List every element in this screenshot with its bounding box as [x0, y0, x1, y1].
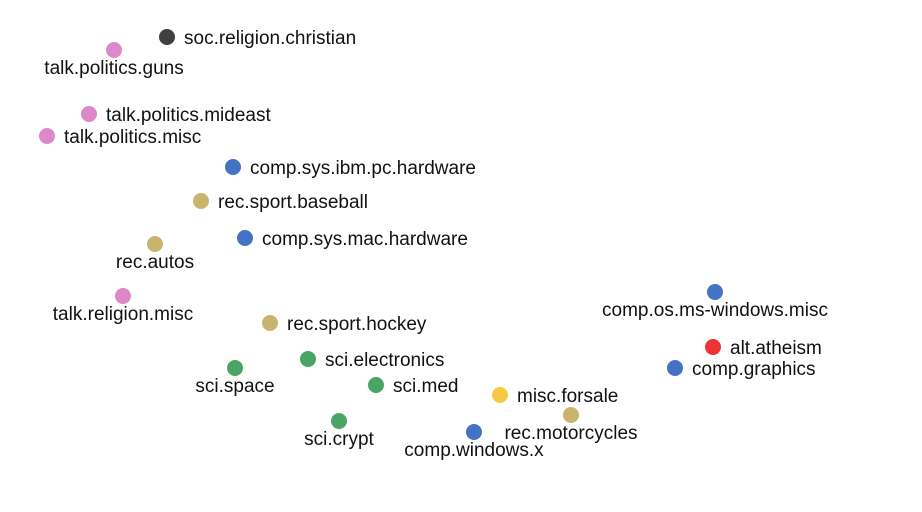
- point-sci-med: [368, 377, 384, 393]
- point-sci-electronics: [300, 351, 316, 367]
- label-soc-religion-christian: soc.religion.christian: [184, 28, 356, 49]
- label-sci-med: sci.med: [393, 376, 458, 397]
- label-comp-windows-x: comp.windows.x: [404, 440, 544, 461]
- point-talk-religion-misc: [115, 288, 131, 304]
- point-talk-politics-mideast: [81, 106, 97, 122]
- label-sci-crypt: sci.crypt: [304, 429, 374, 450]
- point-comp-graphics: [667, 360, 683, 376]
- label-talk-religion-misc: talk.religion.misc: [53, 304, 193, 325]
- label-rec-autos: rec.autos: [116, 252, 194, 273]
- point-rec-sport-baseball: [193, 193, 209, 209]
- points-layer: [39, 29, 723, 440]
- label-rec-sport-baseball: rec.sport.baseball: [218, 192, 368, 213]
- label-rec-motorcycles: rec.motorcycles: [504, 423, 637, 444]
- label-comp-sys-ibm-pc-hardware: comp.sys.ibm.pc.hardware: [250, 158, 476, 179]
- label-misc-forsale: misc.forsale: [517, 386, 618, 407]
- point-rec-motorcycles: [563, 407, 579, 423]
- point-alt-atheism: [705, 339, 721, 355]
- point-rec-sport-hockey: [262, 315, 278, 331]
- point-comp-sys-ibm-pc-hardware: [225, 159, 241, 175]
- point-sci-crypt: [331, 413, 347, 429]
- point-talk-politics-misc: [39, 128, 55, 144]
- point-misc-forsale: [492, 387, 508, 403]
- labels-layer: soc.religion.christiantalk.politics.guns…: [44, 28, 828, 461]
- point-soc-religion-christian: [159, 29, 175, 45]
- label-comp-sys-mac-hardware: comp.sys.mac.hardware: [262, 229, 468, 250]
- label-talk-politics-guns: talk.politics.guns: [44, 58, 183, 79]
- point-comp-windows-x: [466, 424, 482, 440]
- point-rec-autos: [147, 236, 163, 252]
- label-talk-politics-mideast: talk.politics.mideast: [106, 105, 271, 126]
- point-sci-space: [227, 360, 243, 376]
- label-alt-atheism: alt.atheism: [730, 338, 822, 359]
- label-talk-politics-misc: talk.politics.misc: [64, 127, 201, 148]
- label-comp-graphics: comp.graphics: [692, 359, 816, 380]
- point-comp-sys-mac-hardware: [237, 230, 253, 246]
- label-sci-electronics: sci.electronics: [325, 350, 444, 371]
- label-comp-os-ms-windows-misc: comp.os.ms-windows.misc: [602, 300, 828, 321]
- point-talk-politics-guns: [106, 42, 122, 58]
- point-comp-os-ms-windows-misc: [707, 284, 723, 300]
- label-sci-space: sci.space: [195, 376, 274, 397]
- label-rec-sport-hockey: rec.sport.hockey: [287, 314, 427, 335]
